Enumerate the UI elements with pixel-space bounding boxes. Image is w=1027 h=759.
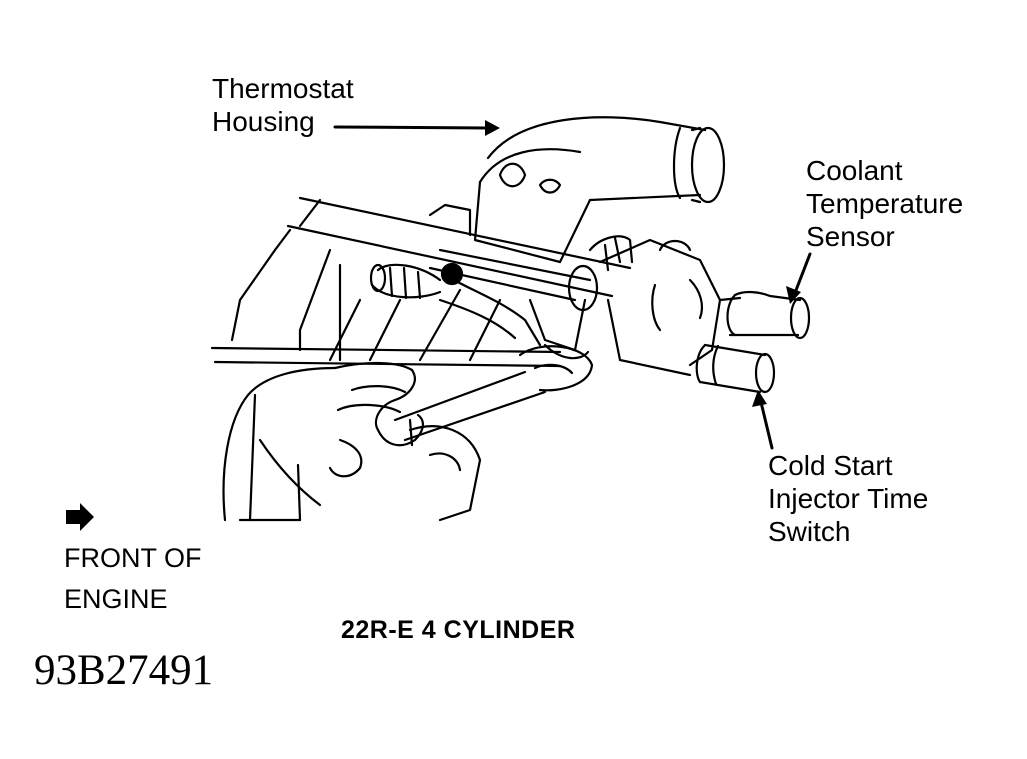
cold-start-line-2: Injector Time (768, 483, 929, 514)
coolant-sensor-line-2: Temperature (806, 188, 964, 219)
coolant-temperature-sensor-label: Coolant Temperature Sensor (806, 154, 963, 253)
front-of-engine-line-2: ENGINE (64, 584, 168, 614)
thermostat-housing-line-2: Housing (212, 106, 315, 137)
thermostat-housing-line-1: Thermostat (212, 73, 354, 104)
leader-lines (333, 120, 812, 450)
figure-number: 93B27491 (34, 647, 214, 694)
hand (222, 361, 424, 522)
right-arrow-icon (66, 503, 94, 531)
front-of-engine-line-1: FRONT OF (64, 543, 202, 573)
cold-start-injector-time-switch-label: Cold Start Injector Time Switch (768, 449, 928, 548)
thermostat-housing-label: Thermostat Housing (212, 72, 354, 138)
cold-start-line-1: Cold Start (768, 450, 893, 481)
wrench (393, 345, 594, 447)
front-of-engine-label: FRONT OF ENGINE (64, 538, 202, 620)
figure-caption: 22R-E 4 CYLINDER (341, 616, 576, 644)
cold-start-line-3: Switch (768, 516, 851, 547)
coolant-sensor-line-3: Sensor (806, 221, 895, 252)
thermostat-housing-part (428, 116, 726, 264)
sensor-block (598, 238, 811, 394)
bracket-bolt (369, 262, 590, 360)
coolant-sensor-line-1: Coolant (806, 155, 903, 186)
